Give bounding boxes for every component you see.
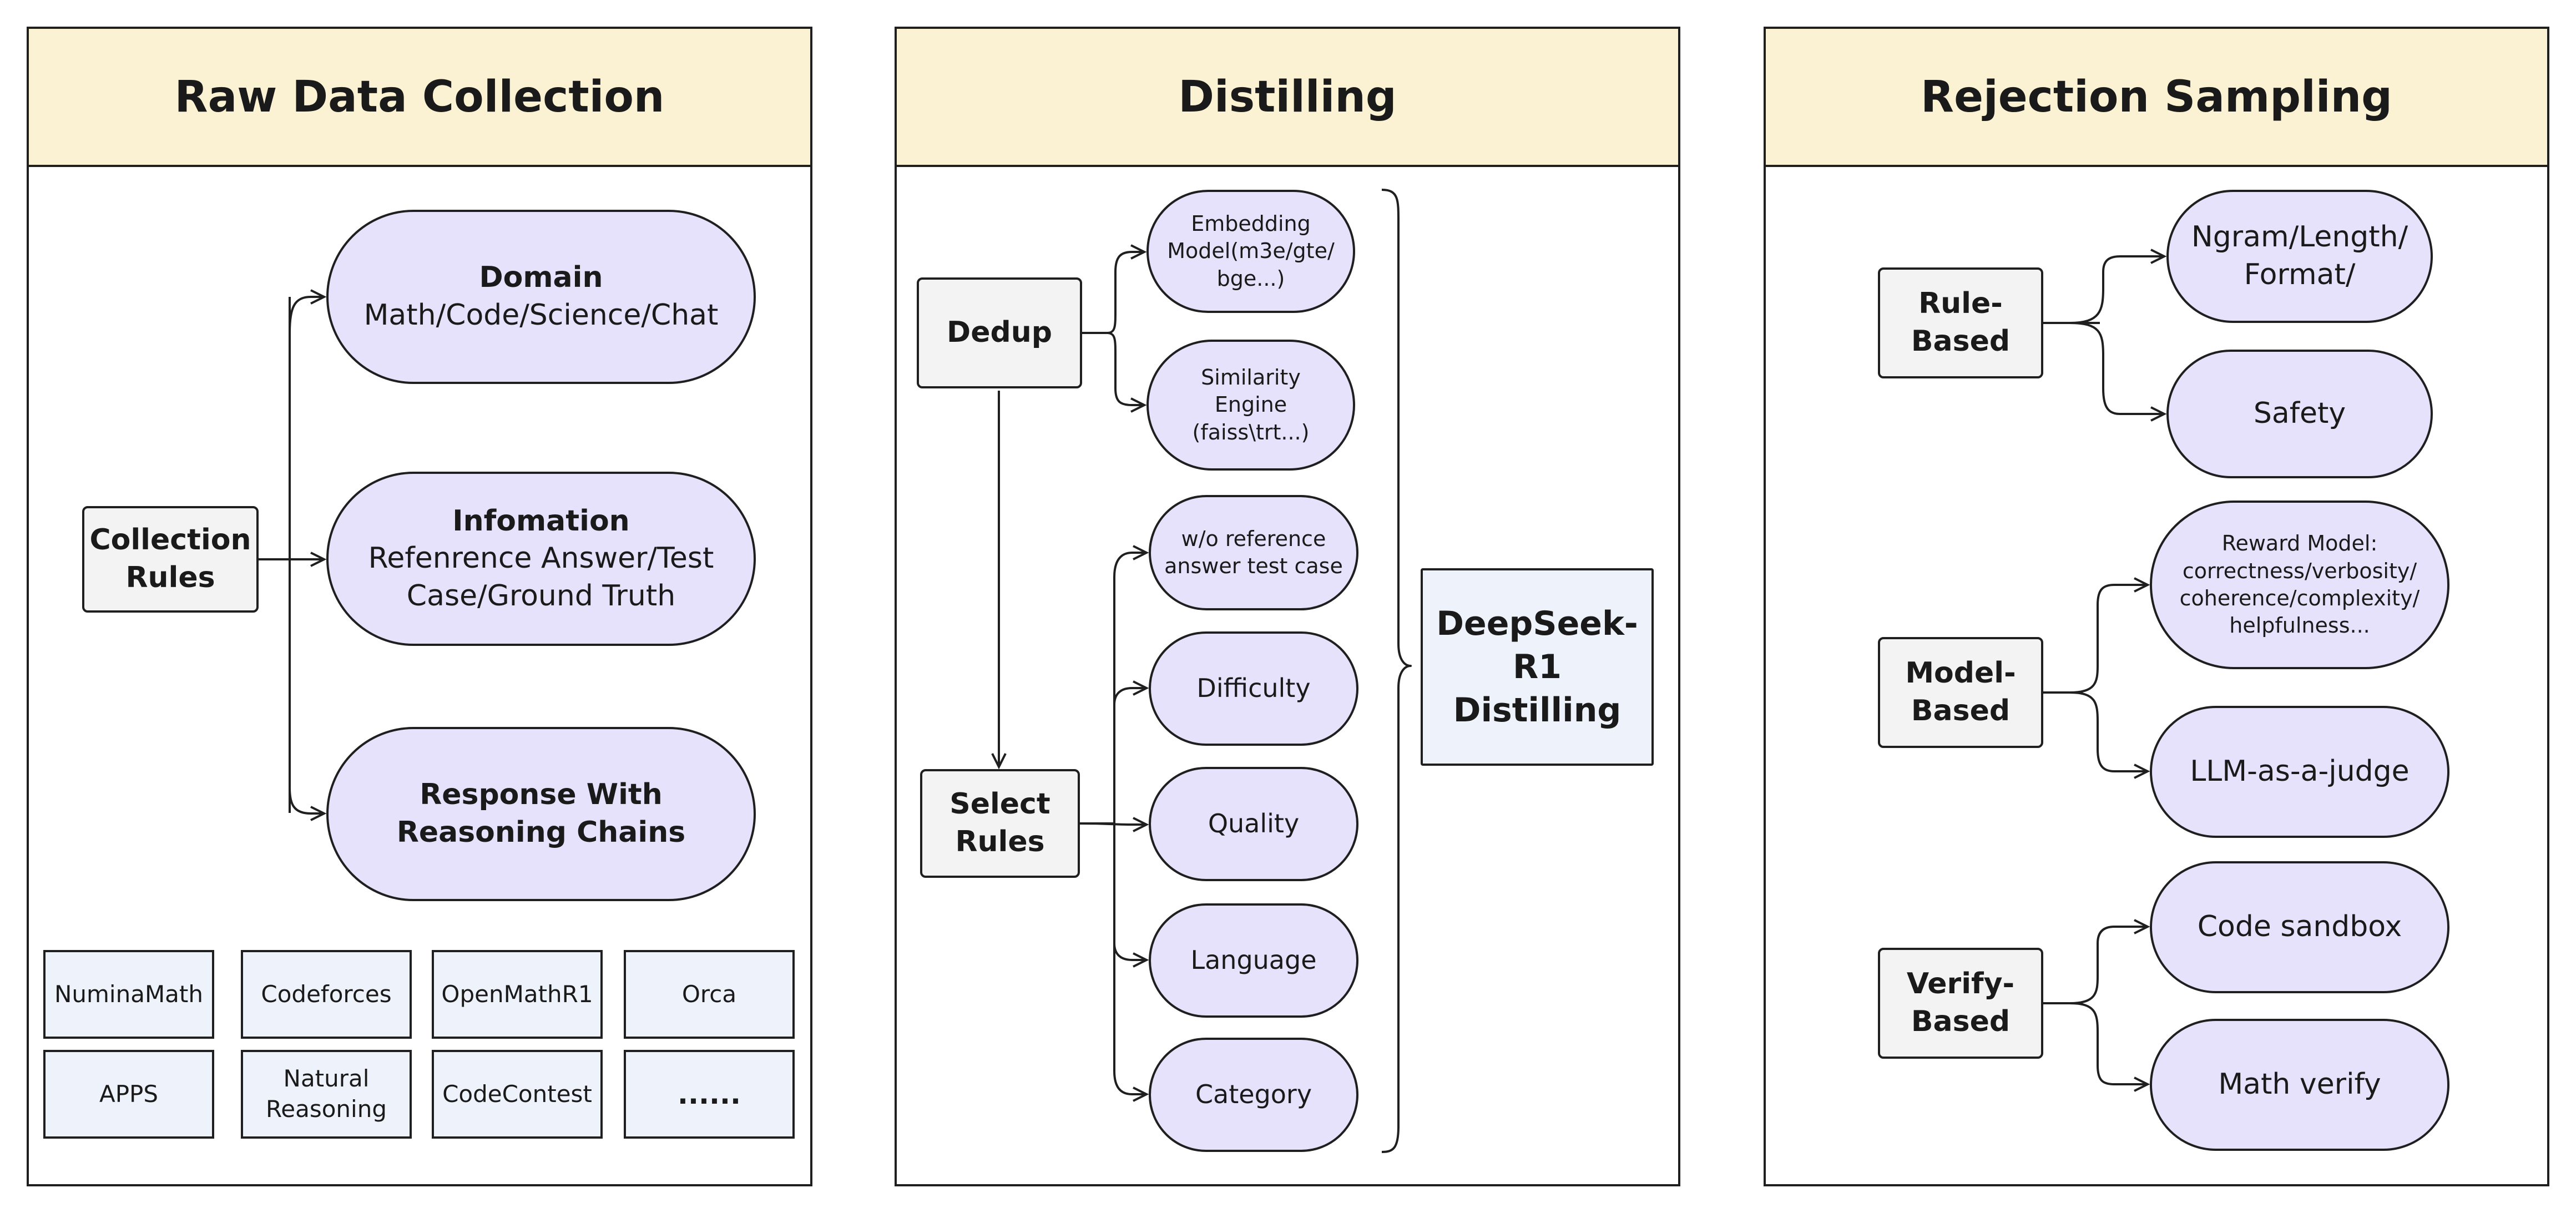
verify-based-label: Verify-Based [1906, 967, 2015, 1038]
language-label: Language [1190, 945, 1317, 976]
without-reference-node: w/o reference answer test case [1149, 495, 1358, 610]
language-node: Language [1149, 903, 1358, 1018]
domain-text: Math/Code/Science/Chat [363, 299, 719, 332]
source-codecontest: CodeContest [432, 1050, 603, 1139]
model-based-label: Model-Based [1905, 656, 2016, 727]
information-node: Infomation Refenrence Answer/Test Case/G… [326, 472, 756, 646]
source-openmathr1: OpenMathR1 [432, 950, 603, 1039]
collection-rules-node: Collection Rules [82, 506, 259, 613]
without-reference-label: w/o reference answer test case [1164, 526, 1343, 578]
source-numinamath: NuminaMath [43, 950, 214, 1039]
code-sandbox-node: Code sandbox [2150, 861, 2449, 993]
quality-label: Quality [1208, 808, 1300, 839]
similarity-engine-label: Similarity Engine (faiss\trt...) [1192, 365, 1310, 444]
safety-node: Safety [2166, 350, 2433, 478]
panel-title-distilling: Distilling [897, 29, 1678, 167]
rule-based-label: Rule-Based [1911, 287, 2011, 358]
verify-based-node: Verify-Based [1878, 948, 2043, 1059]
category-label: Category [1195, 1079, 1312, 1110]
response-reasoning-node: Response With Reasoning Chains [326, 727, 756, 901]
reward-model-node: Reward Model: correctness/verbosity/ coh… [2150, 501, 2449, 669]
embedding-model-node: Embedding Model(m3e/gte/ bge...) [1146, 190, 1355, 313]
ngram-length-format-node: Ngram/Length/ Format/ [2166, 190, 2433, 323]
difficulty-node: Difficulty [1149, 631, 1358, 746]
source-natural-reasoning: Natural Reasoning [241, 1050, 412, 1139]
domain-node: Domain Math/Code/Science/Chat [326, 210, 756, 384]
select-rules-label: Select Rules [949, 787, 1050, 858]
source-codeforces: Codeforces [241, 950, 412, 1039]
deepseek-r1-distilling-node: DeepSeek-R1 Distilling [1421, 568, 1654, 766]
information-title: Infomation [452, 504, 630, 538]
source-orca: Orca [624, 950, 795, 1039]
response-reasoning-title: Response With Reasoning Chains [396, 778, 686, 849]
safety-label: Safety [2253, 397, 2346, 431]
ngram-length-format-label: Ngram/Length/ Format/ [2191, 220, 2408, 291]
dedup-label: Dedup [947, 316, 1052, 350]
panel-title-rejection-sampling: Rejection Sampling [1766, 29, 2547, 167]
llm-as-a-judge-node: LLM-as-a-judge [2150, 706, 2449, 838]
llm-as-a-judge-label: LLM-as-a-judge [2190, 755, 2410, 789]
model-based-node: Model-Based [1878, 637, 2043, 748]
deepseek-r1-distilling-label: DeepSeek-R1 Distilling [1436, 604, 1638, 730]
collection-rules-label: Collection Rules [89, 523, 251, 594]
rule-based-node: Rule-Based [1878, 267, 2043, 378]
embedding-model-label: Embedding Model(m3e/gte/ bge...) [1167, 211, 1335, 291]
dedup-node: Dedup [917, 277, 1082, 388]
math-verify-node: Math verify [2150, 1019, 2449, 1151]
source-apps: APPS [43, 1050, 214, 1139]
reward-model-label: Reward Model: correctness/verbosity/ coh… [2179, 531, 2420, 638]
source-more: ...... [624, 1050, 795, 1139]
similarity-engine-node: Similarity Engine (faiss\trt...) [1146, 340, 1355, 471]
code-sandbox-label: Code sandbox [2197, 910, 2402, 944]
information-text: Refenrence Answer/Test Case/Ground Truth [368, 542, 714, 613]
panel-title-raw-data-collection: Raw Data Collection [29, 29, 810, 167]
difficulty-label: Difficulty [1196, 673, 1311, 704]
domain-title: Domain [479, 261, 603, 295]
quality-node: Quality [1149, 767, 1358, 881]
category-node: Category [1149, 1038, 1358, 1152]
math-verify-label: Math verify [2218, 1068, 2381, 1101]
select-rules-node: Select Rules [920, 769, 1080, 878]
